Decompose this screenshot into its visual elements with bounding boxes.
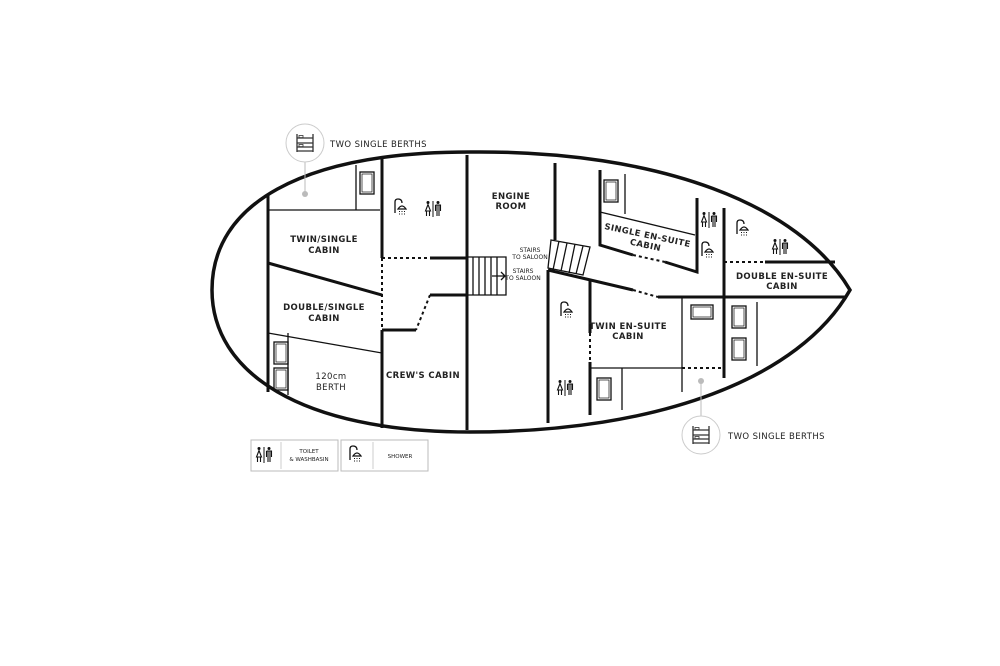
- svg-text:TWO SINGLE BERTHS: TWO SINGLE BERTHS: [329, 140, 427, 150]
- legend-toilet: TOILET& WASHBASIN: [250, 439, 339, 472]
- room-label-crews-cabin: CREW'S CABIN: [386, 371, 460, 381]
- svg-text:TWO SINGLE BERTHS: TWO SINGLE BERTHS: [727, 432, 825, 442]
- callout-bottom: TWO SINGLE BERTHS: [681, 378, 825, 455]
- svg-text:SHOWER: SHOWER: [388, 454, 413, 460]
- svg-text:TOILET& WASHBASIN: TOILET& WASHBASIN: [289, 449, 328, 463]
- callout-top: TWO SINGLE BERTHS: [285, 123, 427, 197]
- legend-shower: SHOWER: [340, 439, 429, 472]
- hull-outline: [210, 150, 853, 434]
